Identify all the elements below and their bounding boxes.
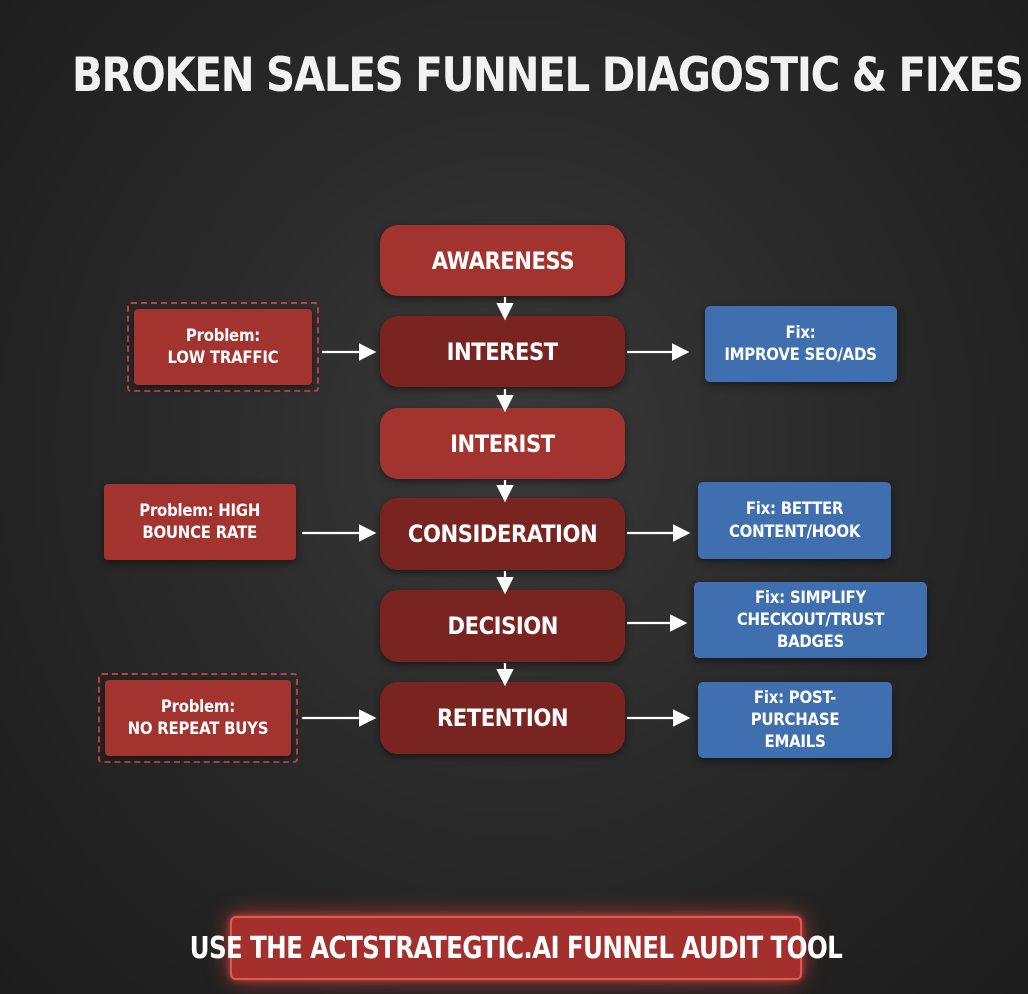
problem-low-traffic-label: Problem: LOW TRAFFIC xyxy=(167,325,279,368)
funnel-audit-cta-button[interactable]: USE THE ACTSTRATEGTIC.AI FUNNEL AUDIT TO… xyxy=(190,916,843,980)
diagram-title: BROKEN SALES FUNNEL DIAGOSTIC & FIXES xyxy=(71,48,1024,103)
fix-simplify-checkout-label: Fix: SIMPLIFY CHECKOUT/TRUST BADGES xyxy=(736,587,885,653)
cta-label: USE THE ACTSTRATEGTIC.AI FUNNEL AUDIT TO… xyxy=(189,930,843,966)
fix-simplify-checkout: Fix: SIMPLIFY CHECKOUT/TRUST BADGES xyxy=(694,582,927,658)
problem-dashed-frame-1 xyxy=(127,302,319,392)
stage-consideration-label: CONSIDERATION xyxy=(407,520,598,548)
stage-awareness-label: AWARENESS xyxy=(431,246,574,275)
fix-better-content-hook-label: Fix: BETTER CONTENT/HOOK xyxy=(728,499,861,542)
stage-decision-label: DECISION xyxy=(447,612,558,640)
stage-interest: INTEREST xyxy=(380,316,625,387)
problem-dashed-frame-3 xyxy=(98,673,298,763)
stage-interest-label: INTEREST xyxy=(446,337,559,366)
fix-better-content-hook: Fix: BETTER CONTENT/HOOK xyxy=(698,482,891,559)
problem-no-repeat-buys: Problem: NO REPEAT BUYS xyxy=(105,680,291,756)
problem-high-bounce-rate-label: Problem: HIGH BOUNCE RATE xyxy=(139,500,261,543)
stage-retention-label: RETENTION xyxy=(436,704,569,732)
fix-post-purchase-emails: Fix: POST-PURCHASE EMAILS xyxy=(698,682,892,758)
stage-awareness: AWARENESS xyxy=(380,225,625,296)
problem-high-bounce-rate: Problem: HIGH BOUNCE RATE xyxy=(104,484,296,560)
fix-post-purchase-emails-label: Fix: POST-PURCHASE EMAILS xyxy=(750,687,840,753)
stage-consideration: CONSIDERATION xyxy=(380,498,625,570)
stage-retention: RETENTION xyxy=(380,682,625,754)
fix-improve-seo-ads-label: Fix: IMPROVE SEO/ADS xyxy=(724,322,878,365)
stage-interist-label: INTERIST xyxy=(450,429,555,458)
stage-decision: DECISION xyxy=(380,590,625,662)
stage-interist: INTERIST xyxy=(380,408,625,479)
fix-improve-seo-ads: Fix: IMPROVE SEO/ADS xyxy=(705,306,897,382)
problem-no-repeat-buys-label: Problem: NO REPEAT BUYS xyxy=(127,696,269,739)
problem-low-traffic: Problem: LOW TRAFFIC xyxy=(134,309,312,385)
